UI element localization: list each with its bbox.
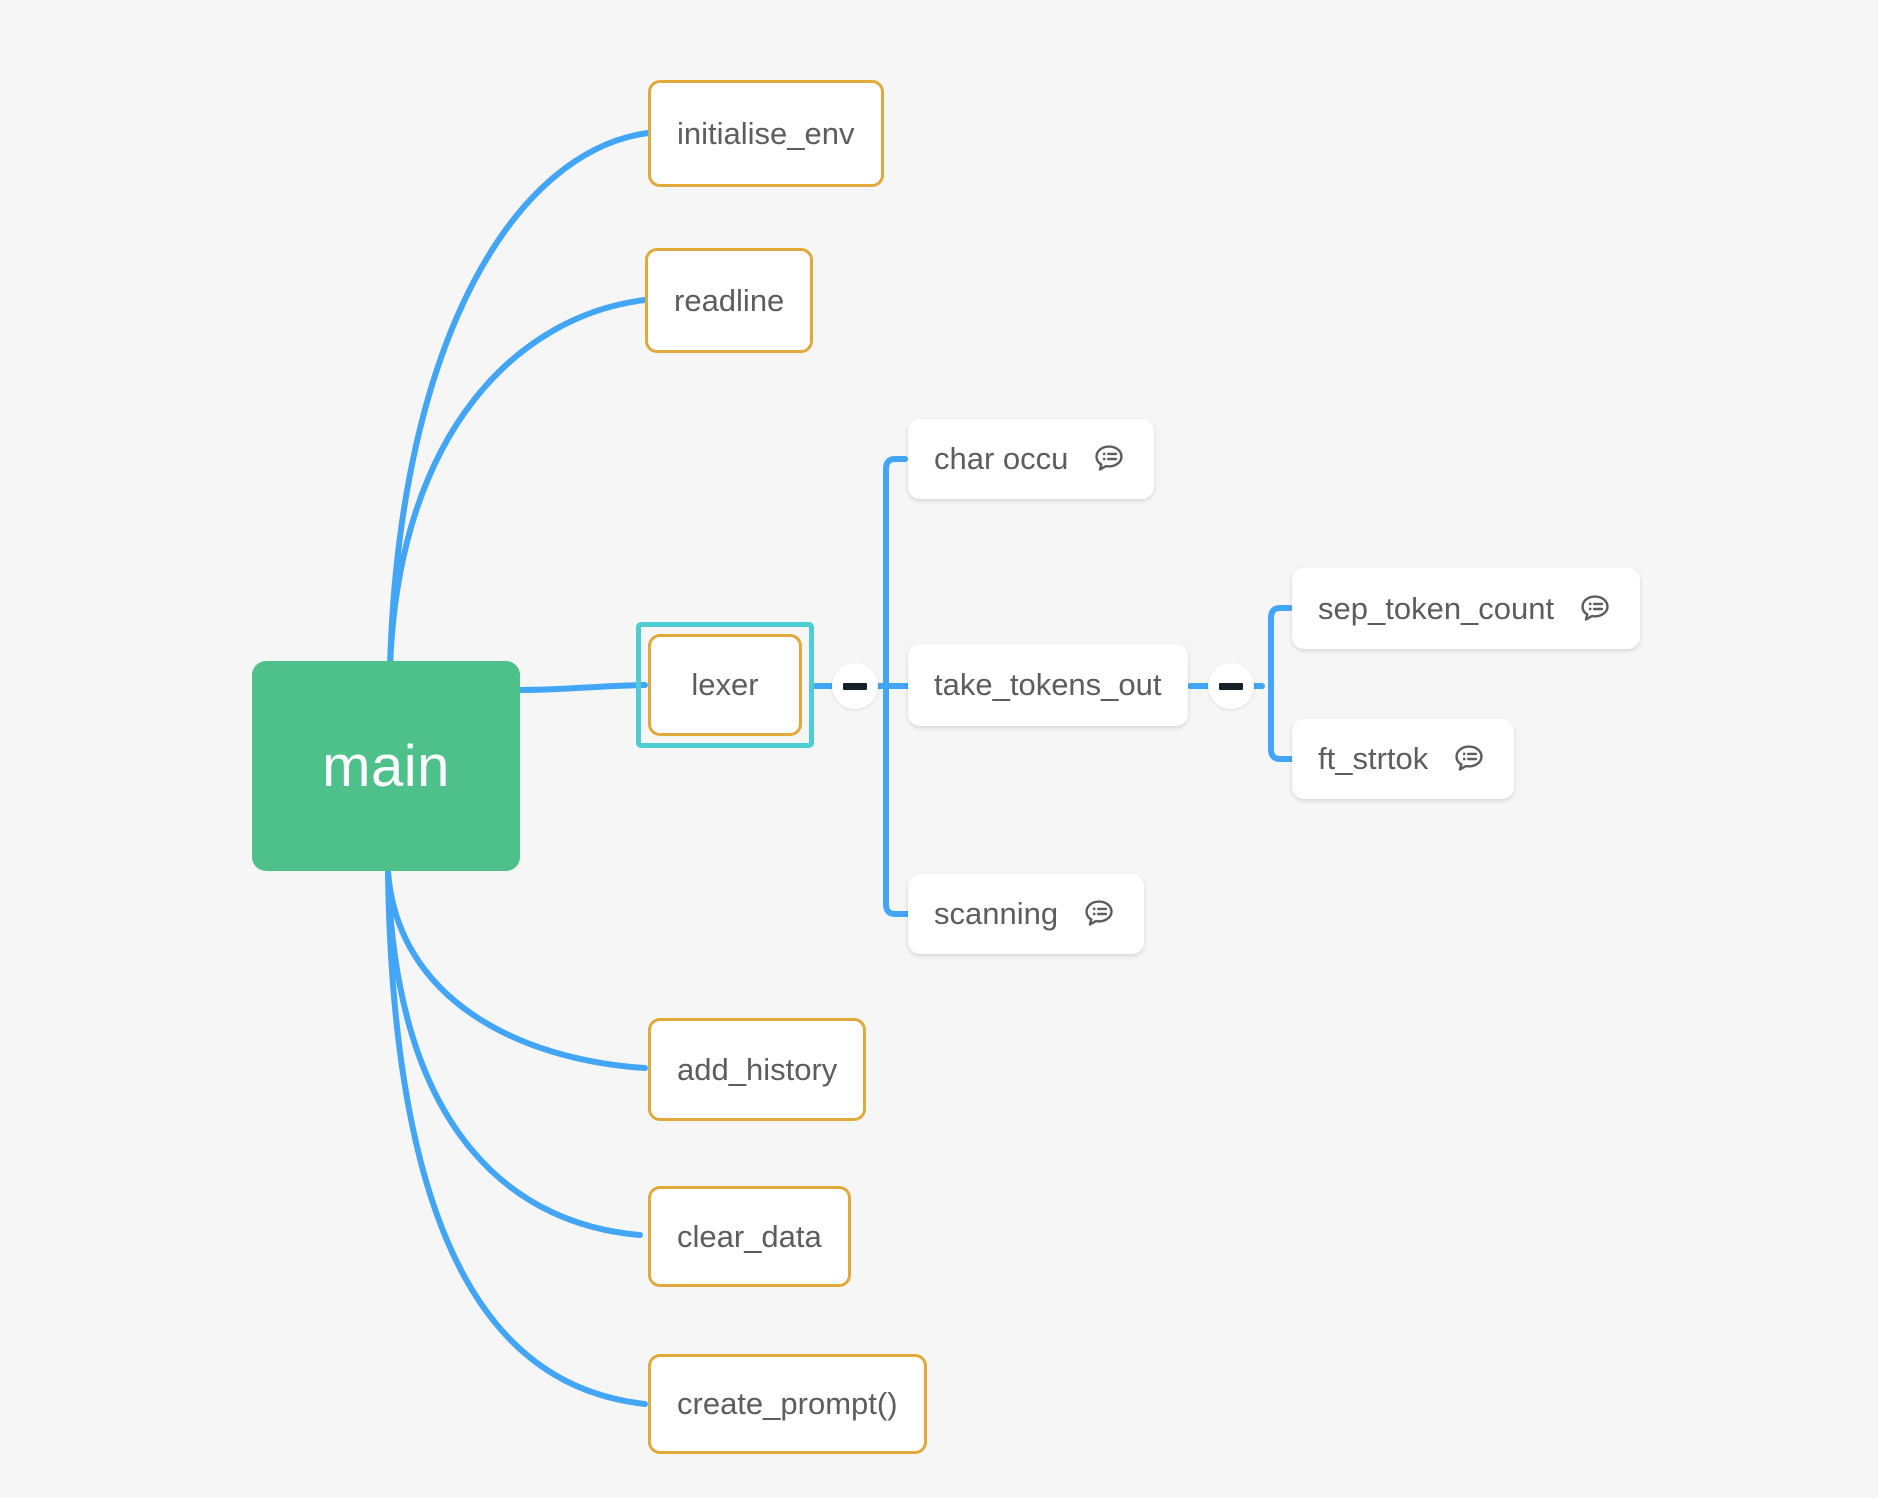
collapse-toggle-take-tokens-out[interactable] (1208, 663, 1254, 709)
node-clear-data-label: clear_data (677, 1218, 822, 1254)
bracket-take-tokens-out-children (1268, 605, 1295, 762)
edge-main-readline (387, 297, 648, 671)
node-take-tokens-out-label: take_tokens_out (934, 667, 1162, 702)
root-node-label: main (322, 733, 450, 799)
node-lexer[interactable]: lexer (648, 634, 802, 736)
node-ft-strtok-label: ft_strtok (1318, 741, 1429, 776)
node-ft-strtok[interactable]: ft_strtok (1292, 719, 1515, 799)
node-initialise-env[interactable]: initialise_env (648, 80, 884, 187)
note-comment-icon[interactable] (1080, 895, 1118, 933)
note-comment-icon[interactable] (1450, 740, 1488, 778)
node-readline-label: readline (674, 282, 785, 318)
bracket-lexer-children (883, 456, 911, 917)
node-char-occu-label: char occu (934, 441, 1069, 476)
note-comment-icon[interactable] (1090, 440, 1128, 478)
minus-icon (1219, 682, 1243, 690)
edge-main-add-history (385, 869, 648, 1071)
node-readline[interactable]: readline (645, 248, 814, 353)
node-scanning[interactable]: scanning (908, 874, 1145, 954)
node-sep-token-count-label: sep_token_count (1318, 590, 1555, 626)
collapse-toggle-lexer[interactable] (832, 663, 878, 709)
node-lexer-label: lexer (691, 667, 759, 702)
edge-main-create-prompt (385, 869, 648, 1407)
node-scanning-label: scanning (934, 896, 1059, 931)
edge-main-initialise-env (387, 130, 651, 669)
note-comment-icon[interactable] (1576, 590, 1614, 628)
minus-icon (843, 682, 867, 690)
node-take-tokens-out[interactable]: take_tokens_out (908, 644, 1188, 726)
node-create-prompt-label: create_prompt() (677, 1386, 898, 1421)
selection-highlight-lexer (636, 622, 814, 748)
node-add-history[interactable]: add_history (648, 1018, 867, 1121)
node-initialise-env-label: initialise_env (677, 115, 855, 151)
edge-main-lexer (517, 682, 648, 693)
edge-main-clear-data (385, 869, 643, 1238)
node-clear-data[interactable]: clear_data (648, 1186, 851, 1287)
node-char-occu[interactable]: char occu (908, 419, 1155, 499)
root-node-main[interactable]: main (252, 661, 520, 871)
node-sep-token-count[interactable]: sep_token_count (1292, 568, 1641, 649)
node-create-prompt[interactable]: create_prompt() (648, 1354, 927, 1454)
node-add-history-label: add_history (677, 1051, 838, 1087)
